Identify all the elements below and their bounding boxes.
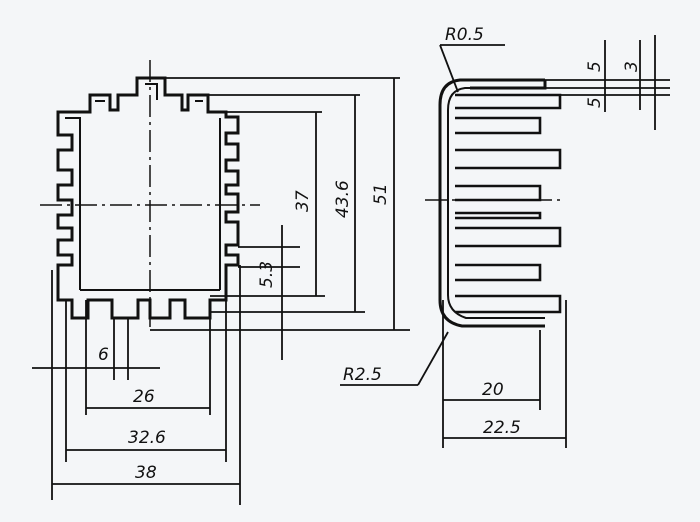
- dim-5-top-a: 5: [585, 61, 605, 72]
- front-view-outline: [56, 76, 240, 320]
- dim-r2-5: R2.5: [343, 365, 382, 385]
- side-base-plate-inner: [447, 87, 545, 319]
- dim-22-5: 22.5: [483, 418, 521, 438]
- side-view: [340, 35, 670, 448]
- front-dimension-lines-horizontal: [32, 367, 240, 485]
- side-fin: [455, 184, 542, 202]
- side-base-plate-outer: [438, 78, 545, 328]
- dim-r0-5: R0.5: [445, 25, 484, 45]
- front-extension-lines: [150, 77, 410, 331]
- front-centerlines: [40, 60, 260, 330]
- dim-37: 37: [293, 190, 313, 212]
- front-view-inner-outline: [65, 83, 221, 291]
- side-fin: [455, 226, 562, 248]
- side-fin: [455, 211, 542, 220]
- dim-26: 26: [133, 387, 155, 407]
- front-extension-lines-bottom: [51, 265, 241, 505]
- dim-38: 38: [135, 463, 157, 483]
- side-fin: [455, 93, 562, 110]
- dim-43-6: 43.6: [333, 180, 353, 218]
- side-dimension-lines-bottom: [442, 300, 567, 448]
- side-fin: [455, 263, 542, 282]
- side-fin: [455, 148, 562, 170]
- dim-5-3: 5.3: [257, 261, 277, 288]
- side-fin: [455, 294, 562, 314]
- side-fin: [455, 116, 542, 135]
- dim-51: 51: [371, 183, 391, 205]
- dim-20: 20: [482, 380, 504, 400]
- side-leader-lines: [340, 44, 505, 386]
- side-fins: [455, 93, 562, 314]
- dim-32-6: 32.6: [128, 428, 166, 448]
- dim-3-top: 3: [622, 61, 642, 72]
- dim-6: 6: [98, 345, 109, 365]
- front-dimension-lines-vertical: [281, 78, 395, 360]
- dim-5-top-b: 5: [585, 97, 605, 108]
- front-view: [32, 60, 410, 505]
- side-dimension-lines-top: [545, 35, 670, 130]
